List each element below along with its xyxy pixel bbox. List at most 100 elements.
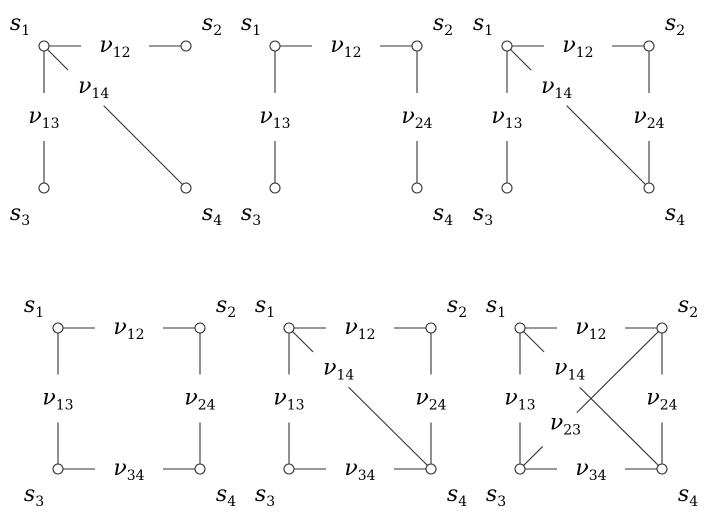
label-nu24: ν24 bbox=[184, 386, 215, 414]
label-nu12-subscript: 12 bbox=[344, 45, 362, 61]
label-s3: s3 bbox=[24, 482, 44, 510]
label-nu13-symbol: ν bbox=[28, 104, 41, 129]
label-nu13-symbol: ν bbox=[504, 386, 517, 411]
label-nu24-subscript: 24 bbox=[198, 398, 216, 414]
label-nu12-subscript: 12 bbox=[358, 327, 376, 343]
label-nu34-subscript: 34 bbox=[358, 468, 376, 484]
label-s1-symbol: s bbox=[255, 293, 266, 318]
label-s3: s3 bbox=[241, 201, 261, 229]
label-nu12-symbol: ν bbox=[575, 315, 588, 340]
label-nu13: ν13 bbox=[491, 104, 522, 132]
label-s2-symbol: s bbox=[216, 293, 227, 318]
label-s2-symbol: s bbox=[665, 11, 676, 36]
label-nu13-symbol: ν bbox=[259, 104, 272, 129]
label-nu24: ν24 bbox=[401, 104, 432, 132]
label-s3: s3 bbox=[473, 201, 493, 229]
label-nu24-symbol: ν bbox=[184, 386, 197, 411]
label-nu13-subscript: 13 bbox=[56, 398, 74, 414]
label-s1-symbol: s bbox=[24, 293, 35, 318]
label-s4: s4 bbox=[447, 482, 467, 510]
label-s4: s4 bbox=[202, 201, 222, 229]
edge-14 bbox=[348, 386, 432, 470]
label-s1-symbol: s bbox=[486, 293, 497, 318]
label-nu34: ν34 bbox=[575, 456, 606, 484]
label-nu34-subscript: 34 bbox=[127, 468, 145, 484]
edge-14 bbox=[43, 45, 69, 71]
label-nu12: ν12 bbox=[344, 315, 375, 343]
node-s4 bbox=[411, 182, 423, 194]
label-s2: s2 bbox=[678, 293, 698, 321]
label-nu13-subscript: 13 bbox=[287, 398, 305, 414]
label-s2-subscript: 2 bbox=[676, 23, 685, 39]
label-s1: s1 bbox=[24, 293, 44, 321]
label-nu34-subscript: 34 bbox=[589, 468, 607, 484]
label-s1: s1 bbox=[241, 11, 261, 39]
label-nu14-subscript: 14 bbox=[554, 86, 572, 102]
label-s3-subscript: 3 bbox=[252, 213, 261, 229]
label-s2-subscript: 2 bbox=[689, 305, 698, 321]
label-s4: s4 bbox=[216, 482, 236, 510]
label-s4-symbol: s bbox=[433, 201, 444, 226]
label-s4: s4 bbox=[433, 201, 453, 229]
label-s4-subscript: 4 bbox=[458, 494, 467, 510]
label-s1: s1 bbox=[486, 293, 506, 321]
label-nu12-subscript: 12 bbox=[113, 45, 131, 61]
label-s2-symbol: s bbox=[447, 293, 458, 318]
node-s1 bbox=[269, 40, 281, 52]
label-nu13: ν13 bbox=[259, 104, 290, 132]
label-nu13: ν13 bbox=[42, 386, 73, 414]
label-nu12-symbol: ν bbox=[562, 33, 575, 58]
label-s3-subscript: 3 bbox=[266, 494, 275, 510]
label-nu23-symbol: ν bbox=[550, 411, 563, 436]
label-s4-symbol: s bbox=[665, 201, 676, 226]
label-nu24-subscript: 24 bbox=[647, 116, 665, 132]
label-s2-symbol: s bbox=[678, 293, 689, 318]
label-nu13-symbol: ν bbox=[273, 386, 286, 411]
label-nu14-symbol: ν bbox=[554, 356, 567, 381]
label-nu14: ν14 bbox=[78, 74, 109, 102]
node-s4 bbox=[643, 182, 655, 194]
label-nu12-subscript: 12 bbox=[576, 45, 594, 61]
label-nu34-symbol: ν bbox=[113, 456, 126, 481]
label-s3: s3 bbox=[255, 482, 275, 510]
label-s1-subscript: 1 bbox=[484, 23, 493, 39]
label-nu12-subscript: 12 bbox=[589, 327, 607, 343]
label-s4-symbol: s bbox=[216, 482, 227, 507]
edge-14 bbox=[506, 45, 532, 71]
label-s2: s2 bbox=[447, 293, 467, 321]
label-nu14-symbol: ν bbox=[541, 74, 554, 99]
node-s2 bbox=[194, 322, 206, 334]
label-nu14: ν14 bbox=[554, 356, 585, 384]
label-s1: s1 bbox=[473, 11, 493, 39]
node-s3 bbox=[269, 182, 281, 194]
label-nu24-subscript: 24 bbox=[429, 398, 447, 414]
label-s2-symbol: s bbox=[433, 11, 444, 36]
label-s1-symbol: s bbox=[241, 11, 252, 36]
label-s3-symbol: s bbox=[473, 201, 484, 226]
label-s4: s4 bbox=[678, 482, 698, 510]
label-s3: s3 bbox=[486, 482, 506, 510]
node-s4 bbox=[194, 463, 206, 475]
label-nu14-subscript: 14 bbox=[336, 368, 354, 384]
label-nu12-symbol: ν bbox=[99, 33, 112, 58]
label-nu24: ν24 bbox=[633, 104, 664, 132]
label-nu12: ν12 bbox=[113, 315, 144, 343]
label-s2: s2 bbox=[665, 11, 685, 39]
label-nu13-subscript: 13 bbox=[505, 116, 523, 132]
label-nu23-subscript: 23 bbox=[563, 423, 581, 439]
label-nu12: ν12 bbox=[99, 33, 130, 61]
node-s1 bbox=[283, 322, 295, 334]
edge-14 bbox=[579, 386, 663, 470]
node-s4 bbox=[656, 463, 668, 475]
node-s2 bbox=[656, 322, 668, 334]
node-s1 bbox=[514, 322, 526, 334]
node-s4 bbox=[180, 182, 192, 194]
label-nu12: ν12 bbox=[330, 33, 361, 61]
label-s3-symbol: s bbox=[10, 201, 21, 226]
label-nu14-symbol: ν bbox=[323, 356, 336, 381]
label-nu24-symbol: ν bbox=[646, 386, 659, 411]
label-nu24-symbol: ν bbox=[401, 104, 414, 129]
label-nu14-subscript: 14 bbox=[567, 368, 585, 384]
